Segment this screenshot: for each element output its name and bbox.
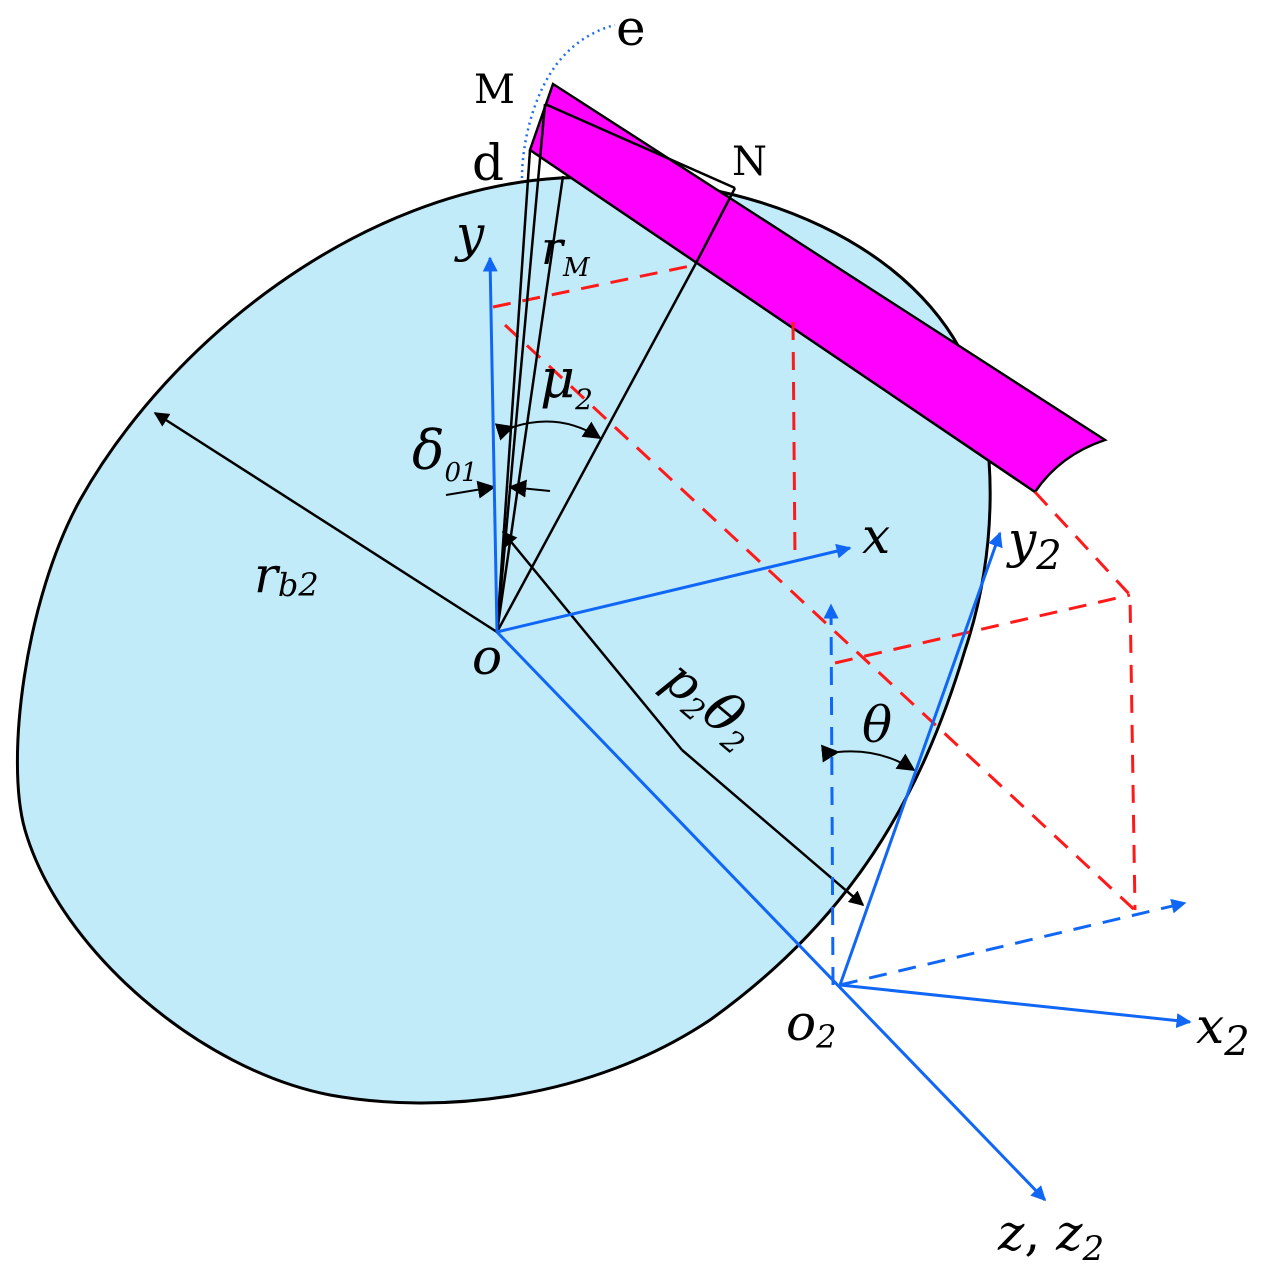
label-y2-axis: y2 [1006,511,1062,579]
label-z-z2-axis: z, z2 [997,1204,1104,1269]
label-delta-01: δ01 [412,419,478,488]
label-y-axis: y [454,205,485,263]
delta01-arrow-right [508,479,551,498]
tool-section-line [693,187,737,266]
label-mu-2: μ2 [540,347,593,416]
label-r-M: rM [541,221,591,283]
label-x-axis: x [862,507,890,565]
cutting-tool [528,82,1108,494]
label-M: M [474,67,515,113]
theta-angle-arc [821,744,916,771]
frame-o2-axes [823,531,1192,1029]
label-theta: θ [862,696,892,754]
delta01-arrow-left [445,480,496,499]
rb2-radius-arrow [153,411,498,634]
label-d: d [472,134,504,192]
mu2-angle-arc [494,420,602,441]
label-origin-o: o [472,628,502,686]
p2theta2-arrow [502,530,683,751]
frame-o-axes [482,256,1047,1202]
label-origin-o2: o2 [786,994,836,1056]
label-x2-axis: x2 [1196,997,1250,1065]
label-e: e [616,0,646,57]
label-N: N [732,139,767,185]
label-r-b2: rb2 [254,546,319,604]
tool-inner-line [544,102,736,190]
trajectory-arc [520,23,616,179]
